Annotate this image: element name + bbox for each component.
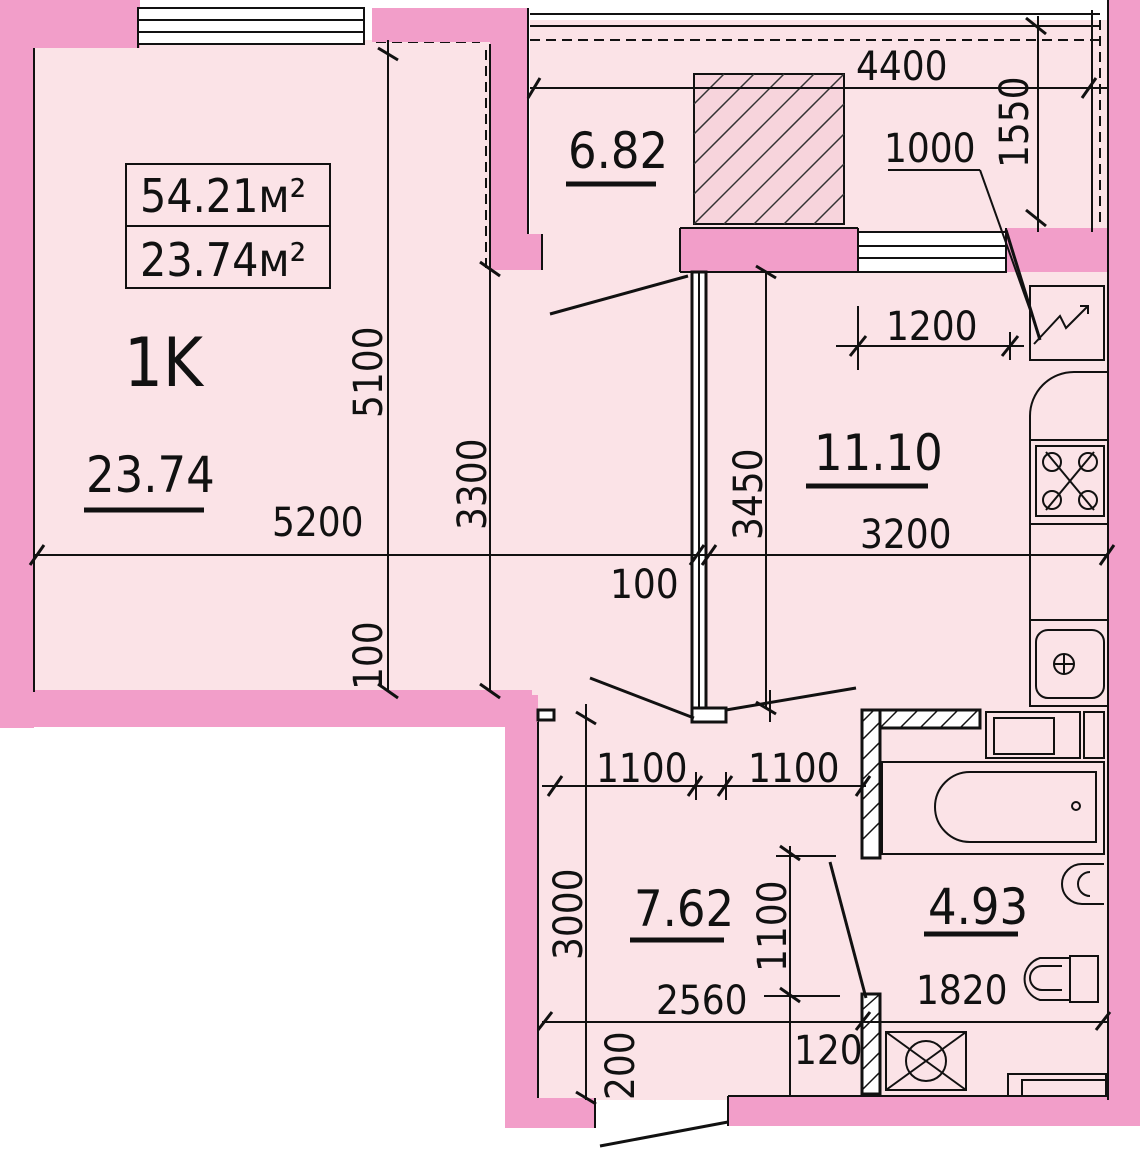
- dim-hall-1100-right: 1100: [748, 746, 840, 792]
- total-area: 54.21м²: [140, 169, 306, 223]
- dimension-ticks: [28, 16, 1116, 1106]
- dim-door-1100: 1100: [750, 880, 796, 972]
- area-summary-box: 54.21м² 23.74м²: [125, 163, 331, 289]
- dim-kitchen-width: 3200: [860, 512, 952, 558]
- bidet-icon: [1023, 955, 1099, 1003]
- sink-icon: [1035, 629, 1105, 699]
- living-area-total: 23.74м²: [140, 233, 306, 287]
- dim-wall-120: 120: [794, 1028, 863, 1074]
- dim-kitchen-length: 3450: [726, 448, 772, 540]
- exterior-walls: [0, 0, 1140, 1128]
- room-area-kitchen: 11.10: [814, 424, 943, 482]
- dimension-labels: 4400 1550 1000 1200 5100 3300 3450 5200 …: [272, 44, 1038, 1100]
- dim-living-width: 5200: [272, 500, 364, 546]
- floor-area: [32, 20, 1110, 1100]
- apartment-type: 1K: [124, 324, 205, 403]
- dim-kitchen-window: 1200: [886, 304, 978, 350]
- toilet-icon: [1061, 863, 1104, 905]
- dim-balcony-depth: 1550: [992, 76, 1038, 168]
- room-area-living: 23.74: [86, 446, 215, 504]
- dim-hall-length: 3000: [546, 868, 592, 960]
- room-area-hall: 7.62: [634, 880, 734, 938]
- door-swings: [549, 229, 1042, 1148]
- room-area-balcony: 6.82: [568, 122, 668, 180]
- room-labels: 23.74 6.82 11.10 7.62 4.93: [84, 122, 1028, 943]
- dim-entry-200: 200: [598, 1031, 644, 1100]
- stove-icon: [1035, 445, 1105, 517]
- dim-balcony-width: 4400: [856, 44, 948, 90]
- electric-panel-icon: [1029, 285, 1105, 361]
- washing-machine-icon: [885, 1031, 967, 1091]
- bathtub-icon: [881, 711, 1105, 855]
- dim-hall-1100-left: 1100: [596, 746, 688, 792]
- room-area-bathroom: 4.93: [928, 878, 1028, 936]
- window-frames: [137, 7, 1100, 273]
- boiler-icon: [1007, 1073, 1107, 1097]
- balcony-hatch: [693, 73, 845, 225]
- dim-living-length: 5100: [346, 326, 392, 418]
- dim-corridor-length: 3300: [450, 438, 496, 530]
- dim-hall-width: 2560: [656, 978, 748, 1024]
- kitchen-counter: [1029, 371, 1108, 707]
- dim-offset-100: 100: [346, 621, 392, 690]
- dim-window-1000: 1000: [884, 126, 976, 172]
- dim-bathroom-width: 1820: [916, 968, 1008, 1014]
- dimension-lines: [34, 16, 1108, 1100]
- dim-wall-100: 100: [610, 562, 679, 608]
